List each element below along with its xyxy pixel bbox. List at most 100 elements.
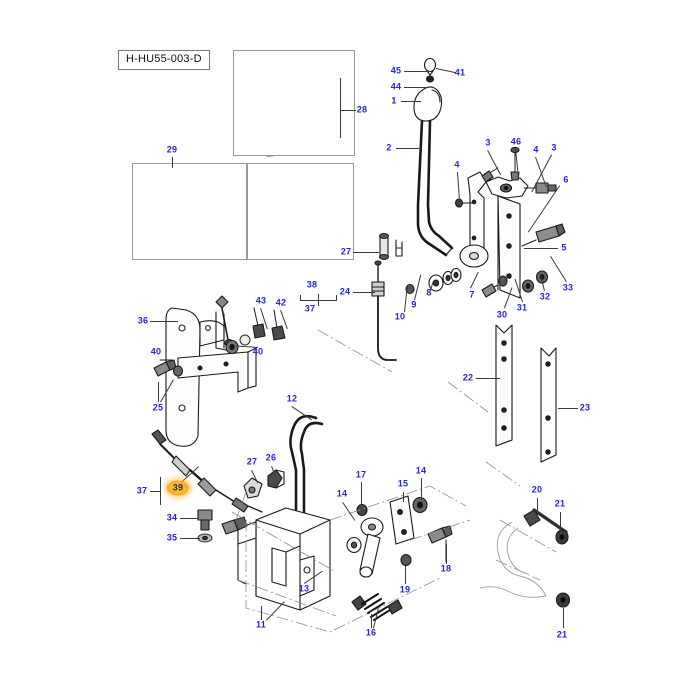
- art-housing-11: [221, 507, 331, 611]
- callout-5[interactable]: 5: [561, 242, 567, 253]
- leader-line: [342, 502, 356, 521]
- callout-37-lower[interactable]: 37: [136, 485, 148, 496]
- callout-29[interactable]: 29: [166, 144, 178, 155]
- leader-line: [353, 292, 375, 293]
- leader-line: [160, 477, 161, 505]
- leader-line: [550, 256, 567, 282]
- leader-line: [504, 287, 513, 309]
- leader-line: [340, 110, 356, 111]
- callout-33[interactable]: 33: [562, 282, 574, 293]
- callout-4-upper[interactable]: 4: [533, 144, 539, 155]
- leader-line: [457, 172, 461, 202]
- callout-36[interactable]: 36: [137, 315, 149, 326]
- leader-line: [531, 154, 552, 193]
- callout-6[interactable]: 6: [563, 174, 569, 185]
- leader-line: [182, 466, 200, 482]
- callout-21-upper[interactable]: 21: [554, 498, 566, 509]
- leader-line: [421, 478, 422, 500]
- callout-38[interactable]: 38: [306, 279, 318, 290]
- callout-13[interactable]: 13: [298, 583, 310, 594]
- leader-line: [251, 470, 259, 484]
- callout-24[interactable]: 24: [339, 286, 351, 297]
- callout-16[interactable]: 16: [365, 627, 377, 638]
- callout-27-upper[interactable]: 27: [340, 246, 352, 257]
- callout-43[interactable]: 43: [255, 295, 267, 306]
- leader-line: [515, 149, 519, 171]
- leader-line: [271, 466, 277, 478]
- callout-40-right[interactable]: 40: [252, 346, 264, 357]
- callout-42[interactable]: 42: [275, 297, 287, 308]
- callout-35[interactable]: 35: [166, 532, 178, 543]
- inset-bracket-left: [132, 163, 247, 260]
- callout-2[interactable]: 2: [386, 142, 392, 153]
- leader-line: [563, 608, 564, 628]
- leader-line: [396, 148, 421, 149]
- callout-1[interactable]: 1: [391, 95, 397, 106]
- leader-line: [446, 544, 447, 564]
- callout-9[interactable]: 9: [411, 299, 417, 310]
- art-link-15: [346, 495, 453, 621]
- callout-32[interactable]: 32: [539, 291, 551, 302]
- callout-27-lower[interactable]: 27: [246, 456, 258, 467]
- callout-19[interactable]: 19: [399, 584, 411, 595]
- callout-18[interactable]: 18: [440, 563, 452, 574]
- leader-line: [304, 570, 323, 584]
- callout-46[interactable]: 46: [510, 136, 522, 147]
- callout-45[interactable]: 45: [390, 65, 402, 76]
- callout-31[interactable]: 31: [516, 302, 528, 313]
- leader-line: [403, 492, 404, 502]
- diagram-code-label: H-HU55-003-D: [118, 50, 210, 70]
- leader-line: [476, 378, 500, 379]
- art-clips-bottom: [243, 469, 285, 499]
- leader-line: [266, 601, 285, 621]
- leader-line: [172, 157, 173, 168]
- callout-8[interactable]: 8: [426, 287, 432, 298]
- leader-line: [280, 310, 288, 330]
- callout-12[interactable]: 12: [286, 393, 298, 404]
- callout-15[interactable]: 15: [397, 478, 409, 489]
- leader-line: [373, 608, 379, 629]
- inset-lever-assembly: [233, 50, 355, 156]
- leader-line: [414, 274, 422, 301]
- callout-3-upper[interactable]: 3: [485, 137, 491, 148]
- callout-14-right[interactable]: 14: [415, 465, 427, 476]
- callout-40-left[interactable]: 40: [150, 346, 162, 357]
- callout-26[interactable]: 26: [265, 452, 277, 463]
- leader-line: [404, 71, 432, 72]
- callout-3-right[interactable]: 3: [551, 142, 557, 153]
- callout-4-left[interactable]: 4: [454, 159, 460, 170]
- callout-11[interactable]: 11: [256, 619, 266, 630]
- callout-10[interactable]: 10: [394, 311, 406, 322]
- callout-39-highlighted[interactable]: 39: [166, 480, 190, 496]
- callout-17[interactable]: 17: [355, 469, 367, 480]
- leader-line: [180, 538, 200, 539]
- callout-7[interactable]: 7: [469, 289, 475, 300]
- callout-37-upper[interactable]: 37: [304, 303, 316, 314]
- callout-30[interactable]: 30: [496, 309, 508, 320]
- callout-44[interactable]: 44: [390, 81, 402, 92]
- callout-34[interactable]: 34: [166, 512, 178, 523]
- leader-line: [158, 382, 159, 402]
- leader-line: [404, 87, 429, 88]
- leader-line: [470, 271, 479, 289]
- callout-23[interactable]: 23: [579, 402, 591, 413]
- art-phantom-lines: [231, 329, 557, 633]
- leader-line: [336, 295, 337, 301]
- leader-line: [180, 518, 198, 519]
- leader-line: [539, 273, 545, 291]
- callout-21-lower[interactable]: 21: [556, 629, 568, 640]
- callout-28[interactable]: 28: [356, 104, 368, 115]
- callout-22[interactable]: 22: [462, 372, 474, 383]
- callout-14-left[interactable]: 14: [336, 488, 348, 499]
- leader-line: [260, 308, 268, 330]
- callout-20[interactable]: 20: [531, 484, 543, 495]
- leader-line: [300, 295, 301, 301]
- leader-line: [435, 68, 456, 74]
- leader-line: [150, 321, 178, 322]
- callout-25[interactable]: 25: [152, 402, 164, 413]
- callout-41[interactable]: 41: [454, 67, 466, 78]
- art-plate-36: [153, 295, 286, 447]
- leader-line: [527, 185, 560, 233]
- leader-line: [371, 614, 372, 628]
